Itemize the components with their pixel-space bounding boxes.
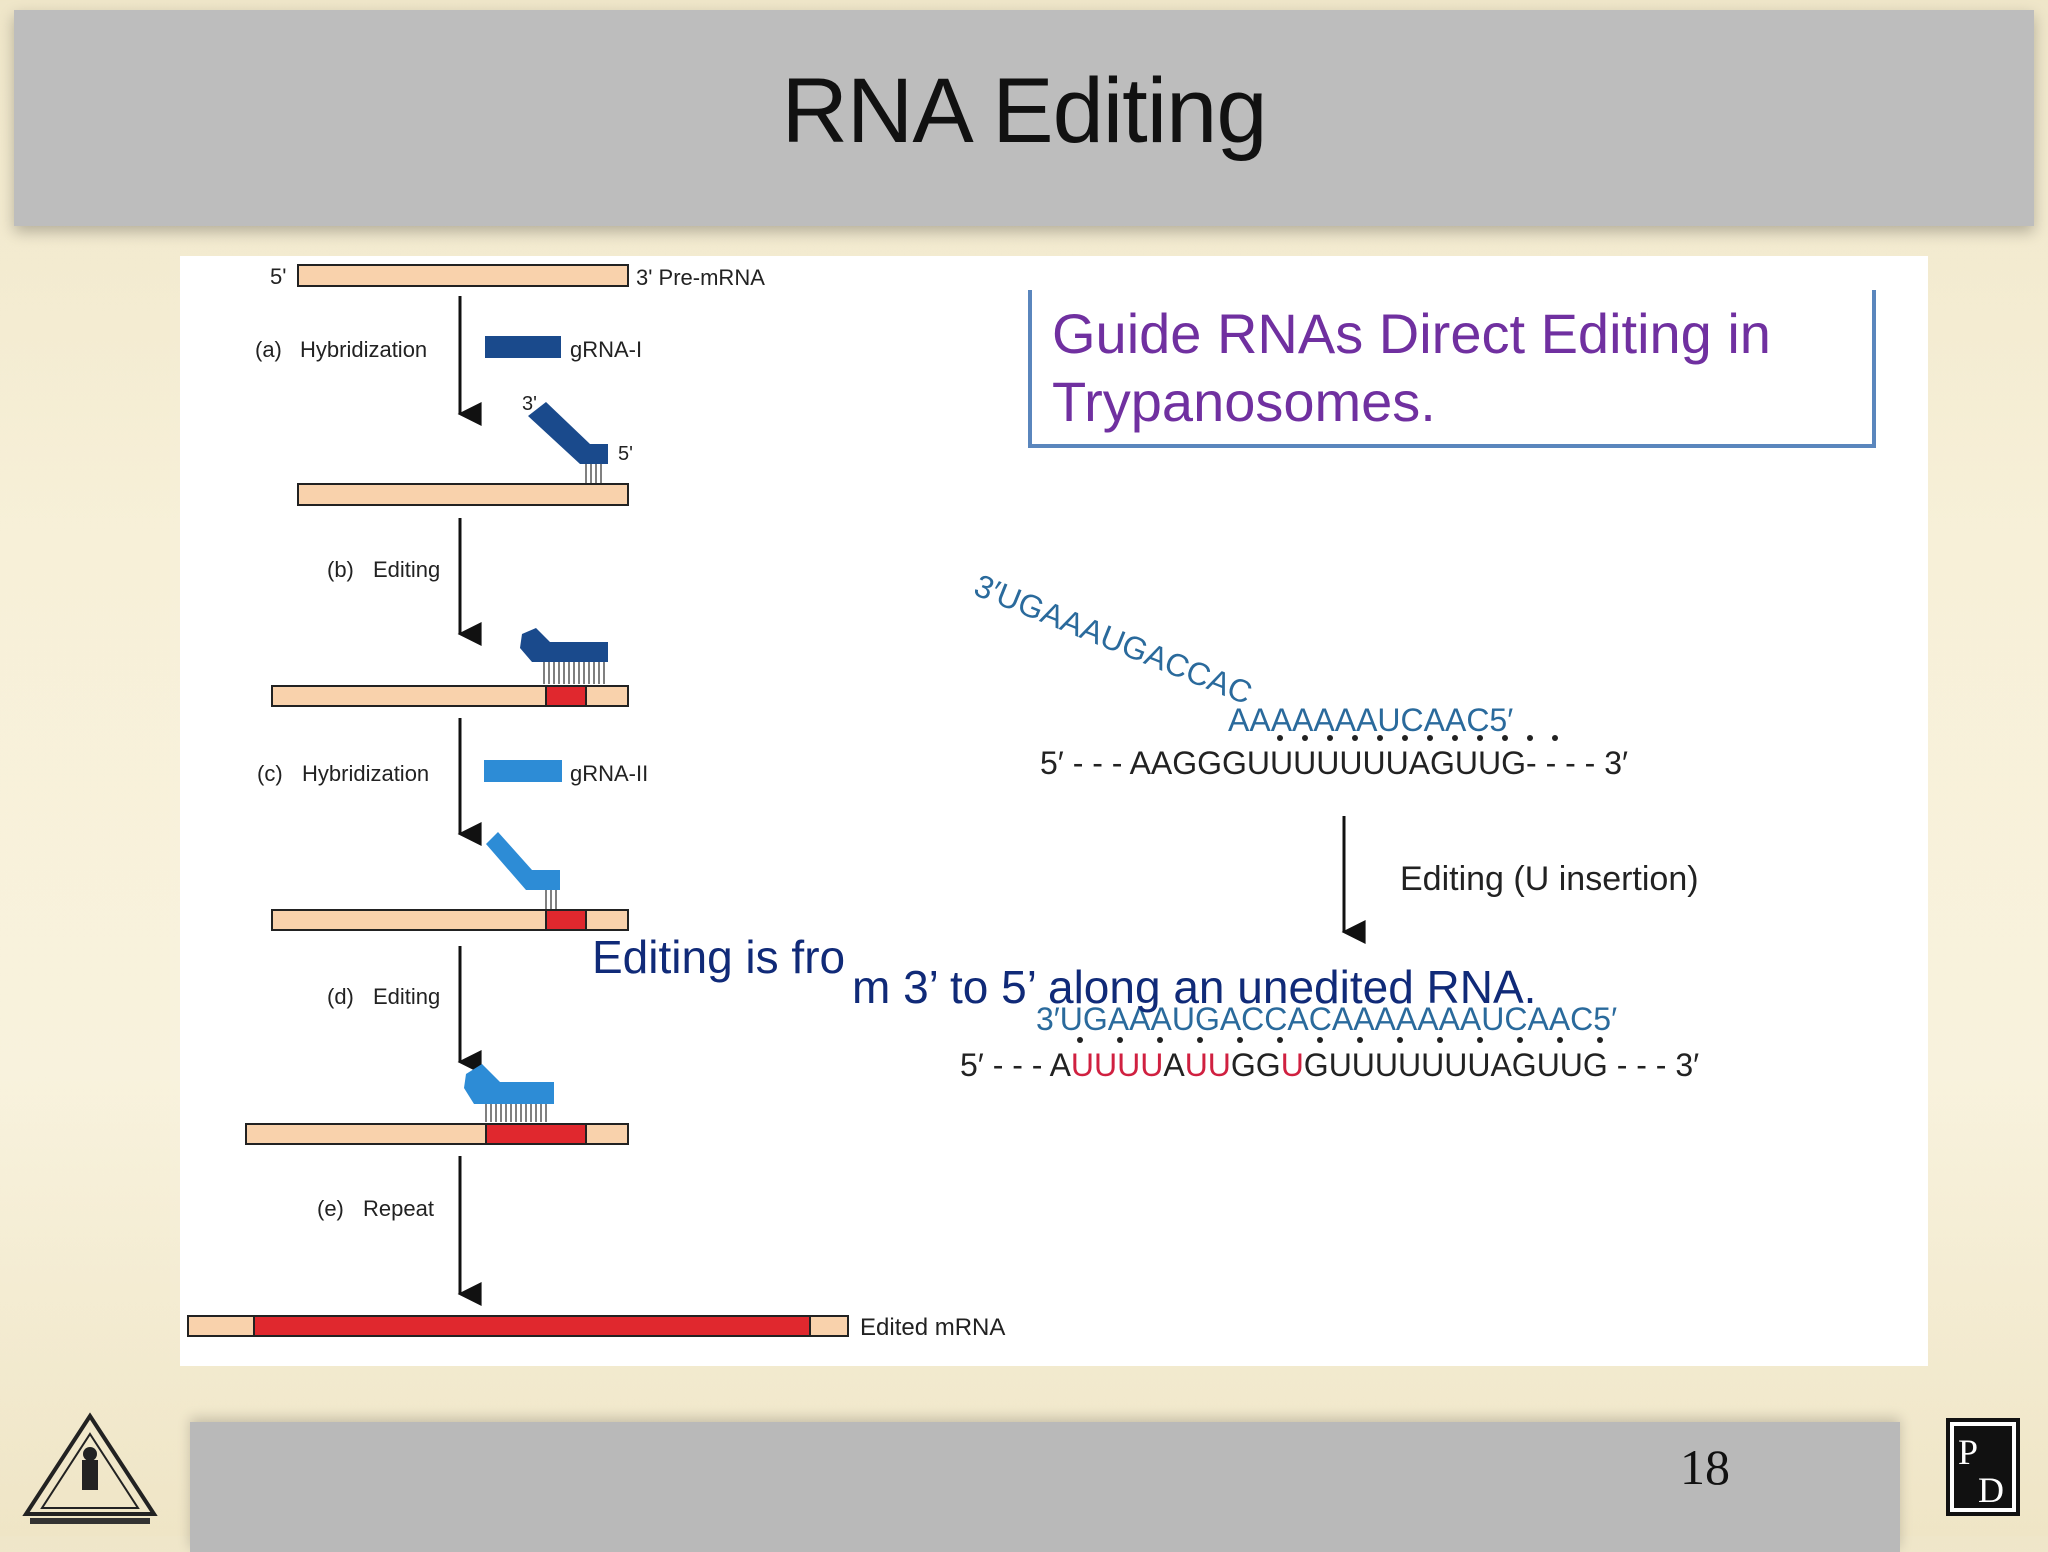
mrna-after-mid1: A <box>1163 1047 1185 1083</box>
edited-segment-b <box>545 685 587 707</box>
base-pair-ticks-1 <box>585 464 602 484</box>
step-e-letter: (e) <box>317 1196 344 1221</box>
pairing-dots-before <box>1277 735 1558 741</box>
pairing-dots-after <box>1077 1037 1603 1043</box>
grna2-label: gRNA-II <box>570 761 648 786</box>
mrna-after-mid2: GG <box>1231 1047 1281 1083</box>
guide-callout-line2: Trypanosomes. <box>1052 370 1436 433</box>
institution-emblem-icon <box>22 1412 158 1524</box>
edited-mrna-label: Edited mRNA <box>860 1314 1005 1341</box>
figure-panel: 5' 3' Pre-mRNA (a) Hybridization gRNA-I … <box>180 256 1928 1366</box>
grna2-swatch <box>484 760 562 782</box>
guide-slanted-seq: 3′UGAAAUGACCAC <box>969 567 1257 711</box>
note-part-1: Editing is fro <box>592 931 846 983</box>
base-pair-ticks-3 <box>545 890 557 910</box>
slide-title: RNA Editing <box>781 59 1267 162</box>
editing-diagram: 5' 3' Pre-mRNA (a) Hybridization gRNA-I … <box>187 264 1699 1341</box>
svg-text:P: P <box>1958 1432 1978 1472</box>
mrna-after-seq: 5′ - - - AUUUUAUUGGUGUUUUUUUAGUUG - - - … <box>960 1047 1699 1083</box>
pre-mrna-strand <box>297 264 629 287</box>
page-number: 18 <box>1680 1439 1730 1495</box>
step-d-label: Editing <box>373 984 440 1009</box>
mrna-after-rest: GUUUUUUUAGUUG - - - 3′ <box>1304 1047 1699 1083</box>
strand-after-b <box>271 685 629 707</box>
footer-bar <box>190 1422 1900 1552</box>
base-pair-ticks-2 <box>543 662 605 684</box>
strand-after-c <box>271 909 629 931</box>
pre-mrna-label: 3' Pre-mRNA <box>636 265 765 290</box>
title-bar: RNA Editing <box>14 10 2034 226</box>
grna1-edited <box>520 628 608 662</box>
grna1-swatch <box>485 336 561 358</box>
step-b-letter: (b) <box>327 557 354 582</box>
mrna-before-seq: 5′ - - - AAGGGUUUUUUUAGUUG- - - - 3′ <box>1040 745 1628 781</box>
note-part-2: m 3’ to 5’ along an unedited RNA. <box>852 961 1537 1013</box>
svg-text:D: D <box>1978 1470 2004 1510</box>
inserted-u-2: UU <box>1185 1047 1231 1083</box>
editing-label: Editing (U insertion) <box>1400 860 1699 898</box>
inserted-u-1: UUUU <box>1071 1047 1163 1083</box>
five-prime-b-label: 5' <box>618 443 633 465</box>
inserted-u-3: U <box>1281 1047 1304 1083</box>
step-b-label: Editing <box>373 557 440 582</box>
edited-segment-c <box>545 909 587 931</box>
grna1-bound <box>528 402 608 464</box>
grna1-label: gRNA-I <box>570 337 642 362</box>
step-c-label: Hybridization <box>302 761 429 786</box>
guide-flat-seq: AAAAAAAUCAAC5′ <box>1228 702 1513 738</box>
edited-mrna-red <box>253 1315 811 1337</box>
step-a-letter: (a) <box>255 337 282 362</box>
strand-after-a <box>297 483 629 506</box>
step-e-label: Repeat <box>363 1196 434 1221</box>
step-d-letter: (d) <box>327 984 354 1009</box>
five-prime-label: 5' <box>270 264 286 289</box>
three-prime-label: 3' <box>522 393 537 415</box>
guide-callout-line1: Guide RNAs Direct Editing in <box>1052 302 1771 365</box>
edited-segment-d <box>485 1123 587 1145</box>
base-pair-ticks-4 <box>485 1104 547 1122</box>
step-c-letter: (c) <box>257 761 283 786</box>
grna2-edited <box>464 1064 554 1104</box>
step-a-label: Hybridization <box>300 337 427 362</box>
pd-logo-icon: P D <box>1946 1418 2020 1516</box>
guide-after-seq: 3′UGAAAUGACCACAAAAAAAUCAAC5′ <box>1036 1001 1617 1037</box>
mrna-after-prefix: 5′ - - - A <box>960 1047 1072 1083</box>
grna2-bound <box>486 832 560 890</box>
guide-callout-box: Guide RNAs Direct Editing in Trypanosome… <box>1028 290 1876 448</box>
